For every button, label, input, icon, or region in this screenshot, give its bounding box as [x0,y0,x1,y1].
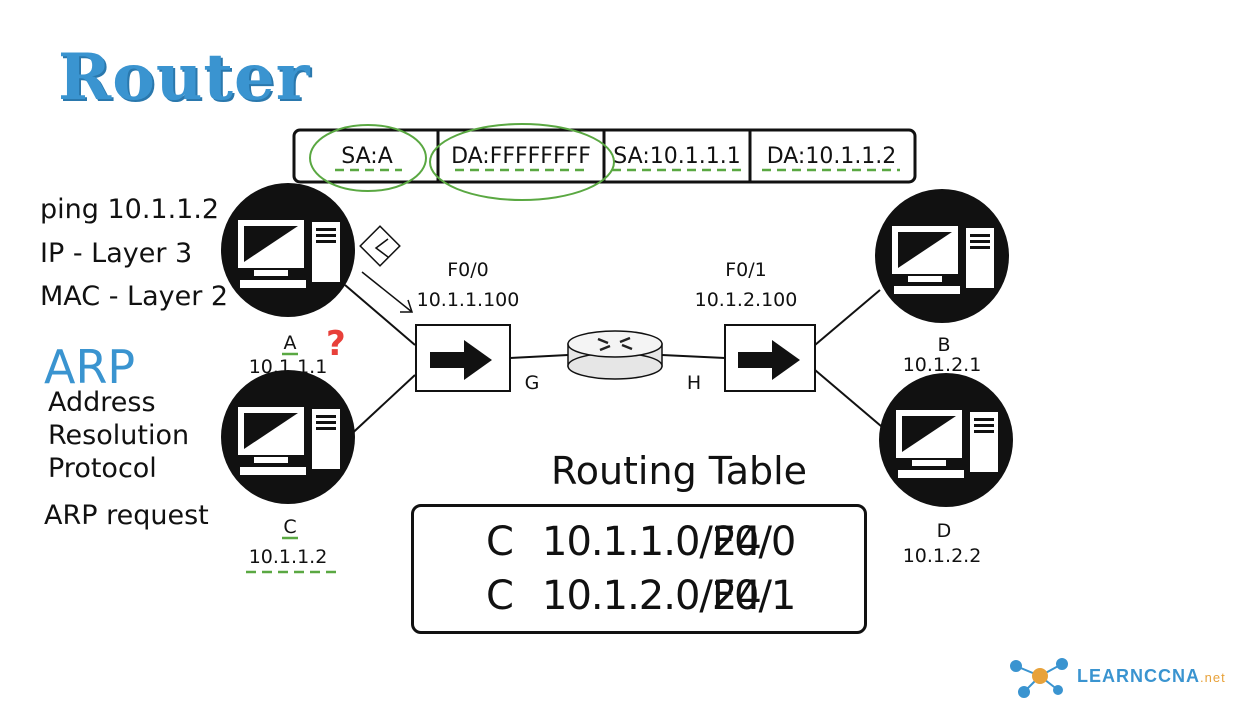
arp-heading: ARP [44,340,136,394]
host-d-name: D [936,520,952,542]
packet-arrowhead [400,299,414,313]
frame-field-source-ip: SA:10.1.1.1 [613,143,741,169]
interface-right-name: F0/1 [725,259,767,281]
host-b-icon [875,189,1009,323]
logo-icon [1010,658,1068,698]
link-a-switch [344,284,416,346]
packet-arrow [361,271,413,313]
link-switch-d [814,369,889,433]
note-ip-layer: IP - Layer 3 [40,238,193,269]
host-c-name: C [283,516,297,538]
envelope-flap [374,238,389,258]
note-mac-layer: MAC - Layer 2 [40,281,229,312]
host-a-ip: 10.1.1.1 [248,356,328,378]
switch-g-label: G [524,372,540,394]
envelope-icon [359,225,401,267]
host-a-name: A [283,332,297,354]
routing-table: C 10.1.1.0/24 F0/0 C 10.1.2.0/24 F0/1 [411,504,867,634]
link-router-switch [661,354,726,359]
link-c-switch [344,374,416,441]
routing-table-code: C [486,519,514,565]
routing-table-interface: F0/0 [712,519,796,565]
arp-request-label: ARP request [44,500,209,531]
frame-field-dest-ip: DA:10.1.1.2 [766,143,897,169]
interface-right-ip: 10.1.2.100 [694,289,798,311]
logo-suffix: .net [1200,670,1226,685]
question-mark: ? [326,324,346,364]
host-c-ip: 10.1.1.2 [248,546,328,568]
logo-text: LEARNCCNA [1077,666,1200,686]
host-a-icon [221,183,355,317]
host-d-icon [879,373,1013,507]
interface-left-name: F0/0 [447,259,489,281]
highlight-oval-sa [309,124,427,192]
routing-table-network: 10.1.2.0/24 [542,573,762,619]
host-c-icon [221,370,355,504]
switch-h-label: H [686,372,702,394]
arp-word-protocol: Protocol [48,453,157,484]
frame-field-source-mac: SA:A [341,143,393,169]
routing-table-title: Routing Table [551,449,808,493]
routing-table-code: C [486,573,514,619]
switch-g-arrow [430,340,492,380]
host-b-ip: 10.1.2.1 [902,354,982,376]
highlight-oval-da [429,123,615,201]
note-ping: ping 10.1.1.2 [40,194,220,225]
arp-word-resolution: Resolution [48,420,190,451]
router-icon [567,330,663,380]
arp-word-address: Address [48,387,156,418]
logo: LEARNCCNA.net [1077,666,1226,687]
interface-left-ip: 10.1.1.100 [416,289,520,311]
host-b-name: B [937,334,951,356]
host-d-ip: 10.1.2.2 [902,545,982,567]
routing-table-network: 10.1.1.0/24 [542,519,762,565]
link-switch-router [509,354,569,359]
link-switch-b [814,289,881,346]
frame-field-dest-mac: DA:FFFFFFFF [451,143,591,169]
page-title: Router [58,40,311,115]
routing-table-interface: F0/1 [712,573,796,619]
switch-h-arrow [738,340,800,380]
